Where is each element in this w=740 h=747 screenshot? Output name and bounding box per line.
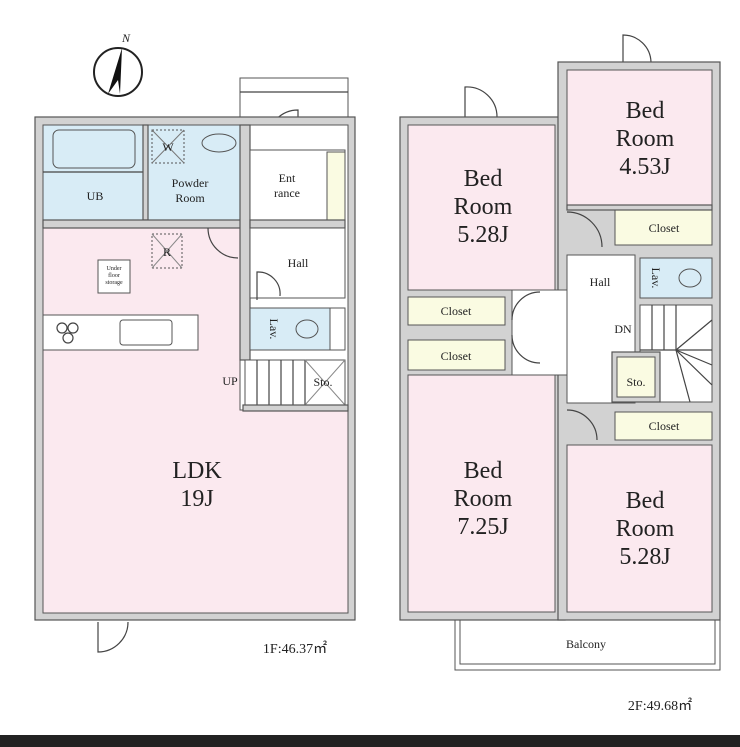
svg-text:Room: Room	[454, 194, 513, 220]
kitchen-sink-icon	[119, 319, 173, 346]
bedroom-ne-size: 4.53J	[619, 154, 670, 180]
compass-label: N	[121, 31, 131, 45]
svg-text:rance: rance	[274, 186, 300, 200]
bedroom-se-door-icon	[566, 409, 598, 441]
bedroom-sw-size: 7.25J	[457, 514, 508, 540]
stairs-up	[244, 359, 346, 406]
ub-label: UB	[87, 189, 104, 203]
north-compass-icon: N	[93, 31, 143, 97]
washer-label: W	[162, 140, 174, 154]
bedroom-ne-label: Bed	[626, 98, 665, 124]
bathtub-icon	[52, 129, 136, 169]
closet-a	[407, 296, 506, 326]
bedroom-nw-window-door-icon	[464, 86, 498, 118]
svg-text:Room: Room	[616, 126, 675, 152]
svg-text:Room: Room	[175, 191, 205, 205]
bedroom-nw	[407, 124, 556, 291]
under-floor-storage	[97, 259, 131, 294]
hall-1f	[249, 227, 346, 299]
toilet-icon	[295, 319, 319, 339]
floor2-area-label: 2F:49.68㎡	[628, 698, 692, 714]
svg-text:storage: storage	[105, 280, 123, 286]
powder-room-label: Powder	[172, 176, 209, 190]
ldk-size: 19J	[180, 486, 213, 512]
stove-icon	[56, 322, 68, 334]
lav-1f-label: Lav.	[267, 319, 281, 340]
sink-icon	[201, 133, 237, 153]
closet-b	[407, 339, 506, 371]
balcony	[454, 619, 721, 671]
storage-2f	[616, 356, 656, 398]
hall-1f-label: Hall	[288, 256, 309, 270]
stairs-up-label: UP	[222, 374, 238, 388]
under-floor-storage-label: Under	[107, 266, 122, 272]
bedroom-ne	[566, 69, 713, 206]
closet-se-label: Closet	[649, 419, 680, 433]
bedroom-nw-door-icon	[511, 291, 541, 321]
ldk-label: LDK	[172, 458, 222, 484]
svg-text:Room: Room	[616, 516, 675, 542]
bottom-bar	[0, 735, 740, 747]
bedroom-sw-door-icon	[511, 334, 541, 364]
bedroom-se-size: 5.28J	[619, 544, 670, 570]
floor-1: UB Powder Room W Ent rance R Under floor…	[34, 77, 356, 657]
hall-2f-label: Hall	[590, 275, 611, 289]
bedroom-nw-label: Bed	[464, 166, 503, 192]
storage-2f-label: Sto.	[626, 375, 645, 389]
svg-text:Room: Room	[454, 486, 513, 512]
bedroom-se	[566, 444, 713, 613]
bedroom-sw	[407, 374, 556, 613]
stairs-down-label: DN	[614, 322, 632, 336]
closet-b-label: Closet	[441, 349, 472, 363]
floor-2: Bed Room 5.28J Bed Room 4.53J Bed Room 7…	[399, 34, 721, 714]
floor1-area-label: 1F:46.37㎡	[263, 641, 327, 657]
bedroom-nw-size: 5.28J	[457, 222, 508, 248]
washer-space-icon	[151, 129, 185, 164]
balcony-label: Balcony	[566, 637, 606, 651]
hall-door-icon	[207, 227, 239, 259]
closet-a-label: Closet	[441, 304, 472, 318]
entrance-label: Ent	[279, 171, 296, 185]
closet-ne	[614, 209, 713, 246]
shoe-cabinet	[326, 151, 346, 221]
ldk-door-icon	[97, 621, 129, 653]
svg-text:floor: floor	[108, 272, 120, 279]
bedroom-sw-label: Bed	[464, 458, 503, 484]
toilet-2f-icon	[678, 268, 702, 288]
closet-se	[614, 411, 713, 441]
bedroom-ne-door-icon	[566, 211, 603, 248]
storage-1f-label: Sto.	[313, 375, 332, 389]
lav-2f-label: Lav.	[649, 268, 663, 289]
bedroom-se-label: Bed	[626, 488, 665, 514]
closet-ne-label: Closet	[649, 221, 680, 235]
refrigerator-label: R	[163, 245, 171, 259]
